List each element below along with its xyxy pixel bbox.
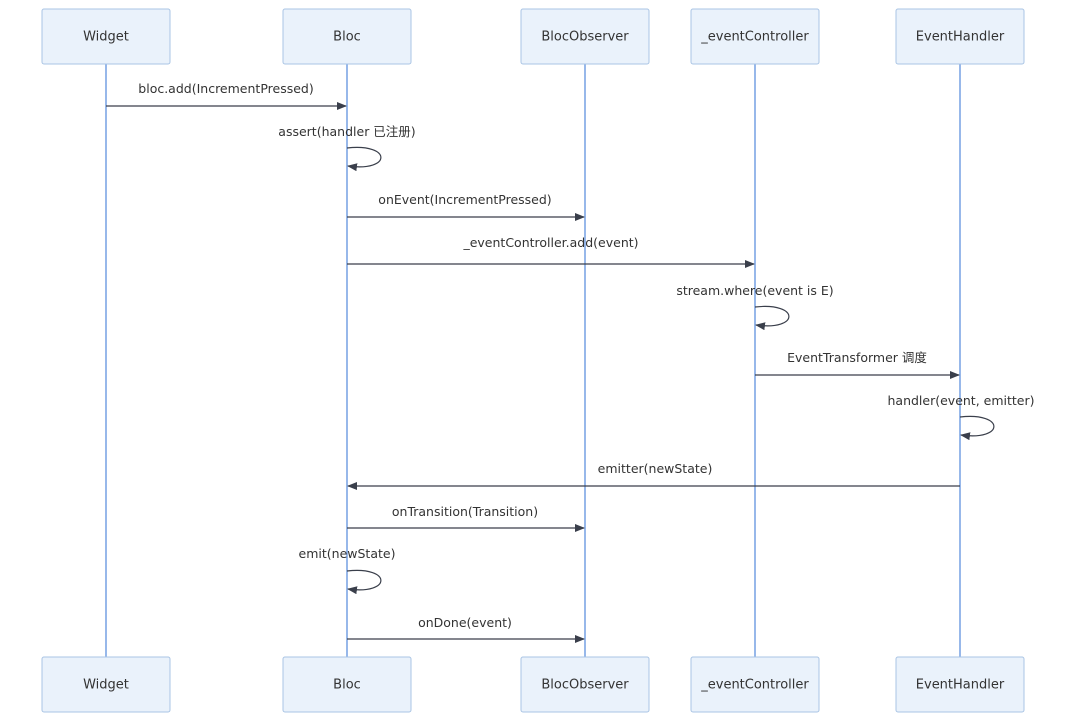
message-label: onEvent(IncrementPressed)	[378, 192, 551, 207]
message-label: emit(newState)	[299, 546, 396, 561]
message-label: onTransition(Transition)	[392, 504, 538, 519]
message-label: stream.where(event is E)	[676, 283, 833, 298]
lifelines	[105, 64, 961, 657]
participant-blocobserver-bottom: BlocObserver	[520, 656, 650, 713]
participant-eventhandler-bottom: EventHandler	[895, 656, 1025, 713]
message-label: bloc.add(IncrementPressed)	[138, 81, 313, 96]
message-emit-newstate: emit(newState)	[299, 546, 396, 595]
participant-label: BlocObserver	[541, 678, 629, 693]
participant-widget-top: Widget	[41, 8, 171, 65]
participant-eventcontroller-bottom: _eventController	[690, 656, 820, 713]
participant-bloc-top: Bloc	[282, 8, 412, 65]
participant-widget-bottom: Widget	[41, 656, 171, 713]
message-arrow	[346, 569, 382, 595]
message-label: EventTransformer 调度	[787, 350, 927, 365]
participant-label: _eventController	[700, 678, 809, 693]
message-event-transformer: EventTransformer 调度	[755, 350, 960, 379]
message-label: onDone(event)	[418, 615, 512, 630]
message-arrow	[959, 415, 995, 441]
message-label: _eventController.add(event)	[462, 235, 638, 250]
participant-label: Bloc	[333, 678, 361, 693]
message-assert-handler: assert(handler 已注册)	[278, 124, 416, 172]
participant-eventcontroller-top: _eventController	[690, 8, 820, 65]
message-emitter-newstate: emitter(newState)	[347, 461, 960, 490]
message-stream-where: stream.where(event is E)	[676, 283, 834, 331]
message-controller-add: _eventController.add(event)	[347, 235, 755, 268]
participants-bottom: Widget Bloc BlocObserver _eventControlle…	[41, 656, 1025, 713]
messages: bloc.add(IncrementPressed) assert(handle…	[106, 81, 1035, 643]
message-on-event: onEvent(IncrementPressed)	[347, 192, 585, 221]
participant-label: EventHandler	[916, 678, 1005, 693]
participant-label: Bloc	[333, 30, 361, 45]
message-label: emitter(newState)	[598, 461, 713, 476]
message-label: assert(handler 已注册)	[278, 124, 415, 139]
participant-label: BlocObserver	[541, 30, 629, 45]
message-arrow	[346, 146, 382, 172]
message-label: handler(event, emitter)	[887, 393, 1034, 408]
message-on-done: onDone(event)	[347, 615, 585, 643]
message-handler-call: handler(event, emitter)	[887, 393, 1035, 441]
participant-blocobserver-top: BlocObserver	[520, 8, 650, 65]
participant-label: EventHandler	[916, 30, 1005, 45]
participant-label: Widget	[83, 678, 129, 693]
participant-label: _eventController	[700, 30, 809, 45]
participants-top: Widget Bloc BlocObserver _eventControlle…	[41, 8, 1025, 65]
participant-label: Widget	[83, 30, 129, 45]
message-arrow	[754, 305, 790, 331]
message-bloc-add: bloc.add(IncrementPressed)	[106, 81, 347, 110]
participant-bloc-bottom: Bloc	[282, 656, 412, 713]
participant-eventhandler-top: EventHandler	[895, 8, 1025, 65]
message-on-transition: onTransition(Transition)	[347, 504, 585, 532]
